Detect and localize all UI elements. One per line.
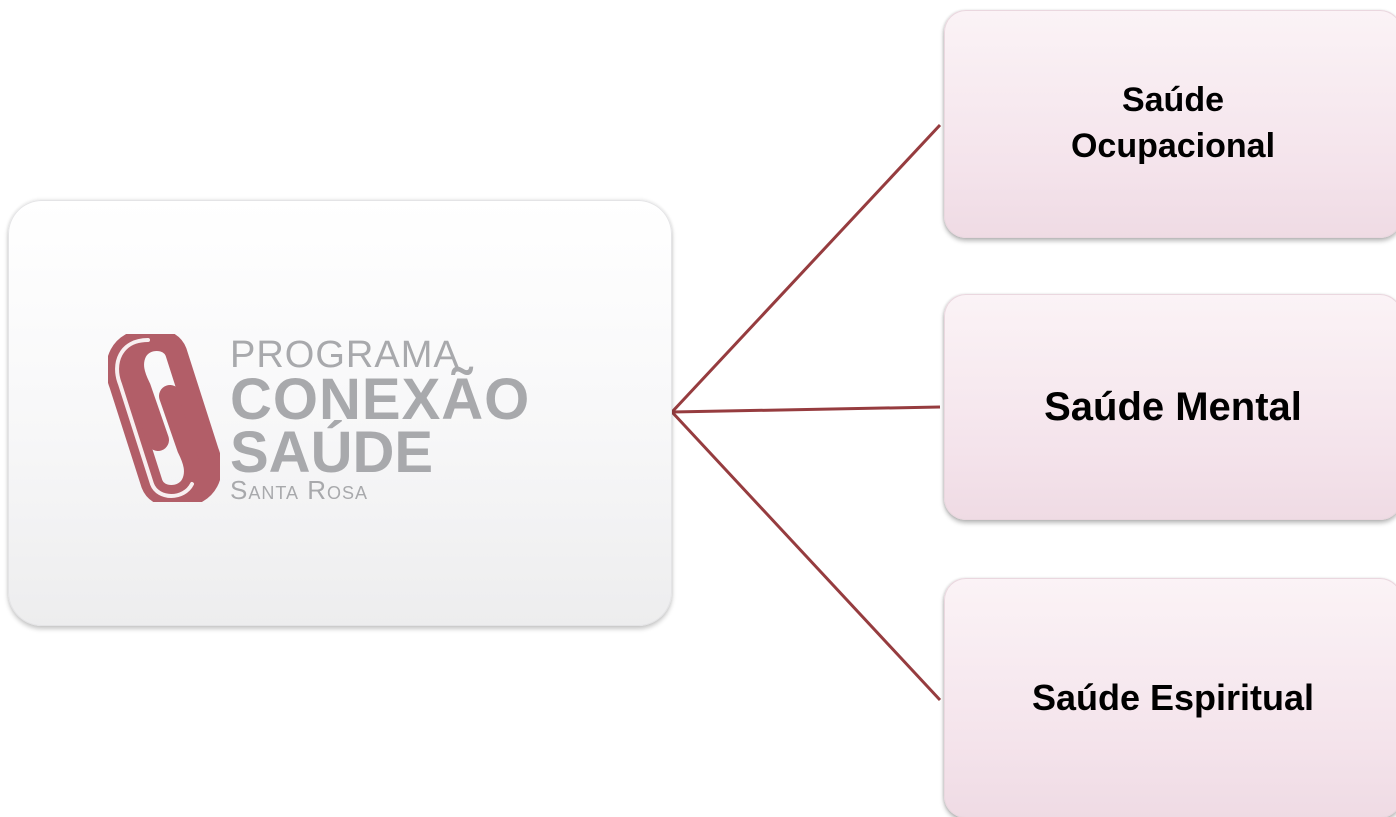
logo-text-conexao: CONEXÃO xyxy=(230,367,531,432)
program-logo: PROGRAMA CONEXÃO SAÚDE Santa Rosa xyxy=(108,334,578,504)
branch-label-line1: Saúde xyxy=(1121,81,1225,120)
connector-occupational xyxy=(670,123,942,414)
double-s-paperclip-icon xyxy=(108,334,220,502)
branch-label: Saúde Ocupacional xyxy=(948,78,1396,170)
branch-mental-health: Saúde Mental xyxy=(944,294,1396,520)
logo-text-santa-rosa: Santa Rosa xyxy=(230,475,369,505)
branch-label: Saúde Mental xyxy=(1044,385,1302,429)
branch-spiritual-health: Saúde Espiritual xyxy=(944,578,1396,817)
logo-text-programa: PROGRAMA xyxy=(230,334,460,376)
connector-spiritual xyxy=(670,410,942,702)
branch-label-line2: Ocupacional xyxy=(1070,127,1276,165)
branch-label: Saúde Espiritual xyxy=(1031,676,1315,718)
connector-mental xyxy=(671,405,941,414)
branch-occupational-health: Saúde Ocupacional xyxy=(944,10,1396,238)
logo-text-saude: SAÚDE xyxy=(230,420,434,485)
